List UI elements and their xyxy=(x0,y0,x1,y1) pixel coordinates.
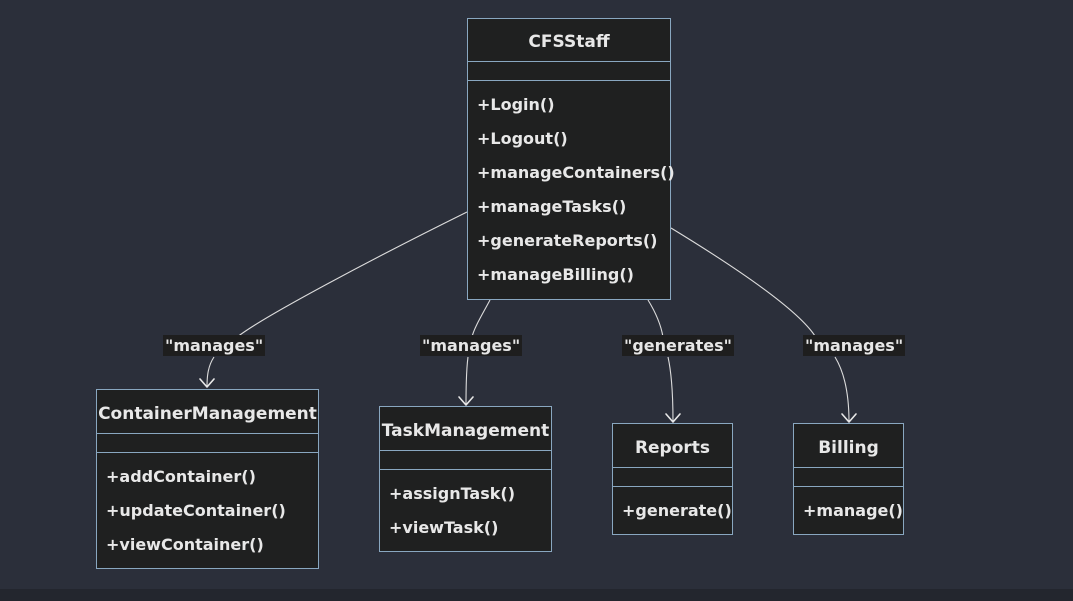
class-containermanagement[interactable]: ContainerManagement +addContainer() +upd… xyxy=(96,389,319,569)
method-manage-tasks: +manageTasks() xyxy=(477,197,627,216)
class-attributes-reports xyxy=(613,468,732,487)
class-attributes-containermanagement xyxy=(97,434,318,453)
edge-staff-billing-tail xyxy=(834,356,850,423)
method-add-container: +addContainer() xyxy=(106,467,256,486)
bottom-scroll-strip xyxy=(0,589,1073,601)
class-methods-billing: +manage() xyxy=(794,487,903,528)
method-login: +Login() xyxy=(477,95,555,114)
edge-staff-task-tail xyxy=(465,356,469,406)
arrow-head-task xyxy=(458,396,474,406)
class-methods-cfsstaff: +Login() +Logout() +manageContainers() +… xyxy=(468,81,675,292)
class-attributes-billing xyxy=(794,468,903,487)
edge-staff-billing xyxy=(670,227,816,337)
class-attributes-cfsstaff xyxy=(468,62,670,81)
class-name-taskmanagement: TaskManagement xyxy=(380,407,551,451)
edge-label-manages-task: "manages" xyxy=(420,335,523,356)
arrow-head-reports xyxy=(665,413,681,423)
edge-staff-container xyxy=(235,211,468,339)
method-generate: +generate() xyxy=(622,501,732,520)
edge-staff-task xyxy=(471,299,491,338)
method-generate-reports: +generateReports() xyxy=(477,231,658,250)
method-view-task: +viewTask() xyxy=(389,518,499,537)
method-logout: +Logout() xyxy=(477,129,568,148)
method-manage-billing: +manageBilling() xyxy=(477,265,634,284)
arrow-head-container xyxy=(199,378,215,388)
edge-label-manages-container: "manages" xyxy=(163,335,266,356)
class-methods-reports: +generate() xyxy=(613,487,732,528)
edge-label-manages-billing: "manages" xyxy=(803,335,906,356)
class-reports[interactable]: Reports +generate() xyxy=(612,423,733,535)
class-name-cfsstaff: CFSStaff xyxy=(468,19,670,62)
class-billing[interactable]: Billing +manage() xyxy=(793,423,904,535)
class-name-reports: Reports xyxy=(613,424,732,468)
edge-staff-reports-tail xyxy=(667,356,674,423)
method-manage-containers: +manageContainers() xyxy=(477,163,675,182)
class-name-containermanagement: ContainerManagement xyxy=(97,390,318,434)
method-view-container: +viewContainer() xyxy=(106,535,264,554)
method-assign-task: +assignTask() xyxy=(389,484,516,503)
arrow-head-billing xyxy=(841,413,857,423)
class-methods-containermanagement: +addContainer() +updateContainer() +view… xyxy=(97,453,318,562)
class-name-billing: Billing xyxy=(794,424,903,468)
class-methods-taskmanagement: +assignTask() +viewTask() xyxy=(380,470,551,545)
class-taskmanagement[interactable]: TaskManagement +assignTask() +viewTask() xyxy=(379,406,552,552)
edge-label-generates-reports: "generates" xyxy=(622,335,734,356)
edge-staff-container-tail xyxy=(206,356,215,388)
method-update-container: +updateContainer() xyxy=(106,501,286,520)
class-cfsstaff[interactable]: CFSStaff +Login() +Logout() +manageConta… xyxy=(467,18,675,300)
edge-staff-reports xyxy=(647,299,664,338)
class-attributes-taskmanagement xyxy=(380,451,551,470)
method-manage: +manage() xyxy=(803,501,903,520)
